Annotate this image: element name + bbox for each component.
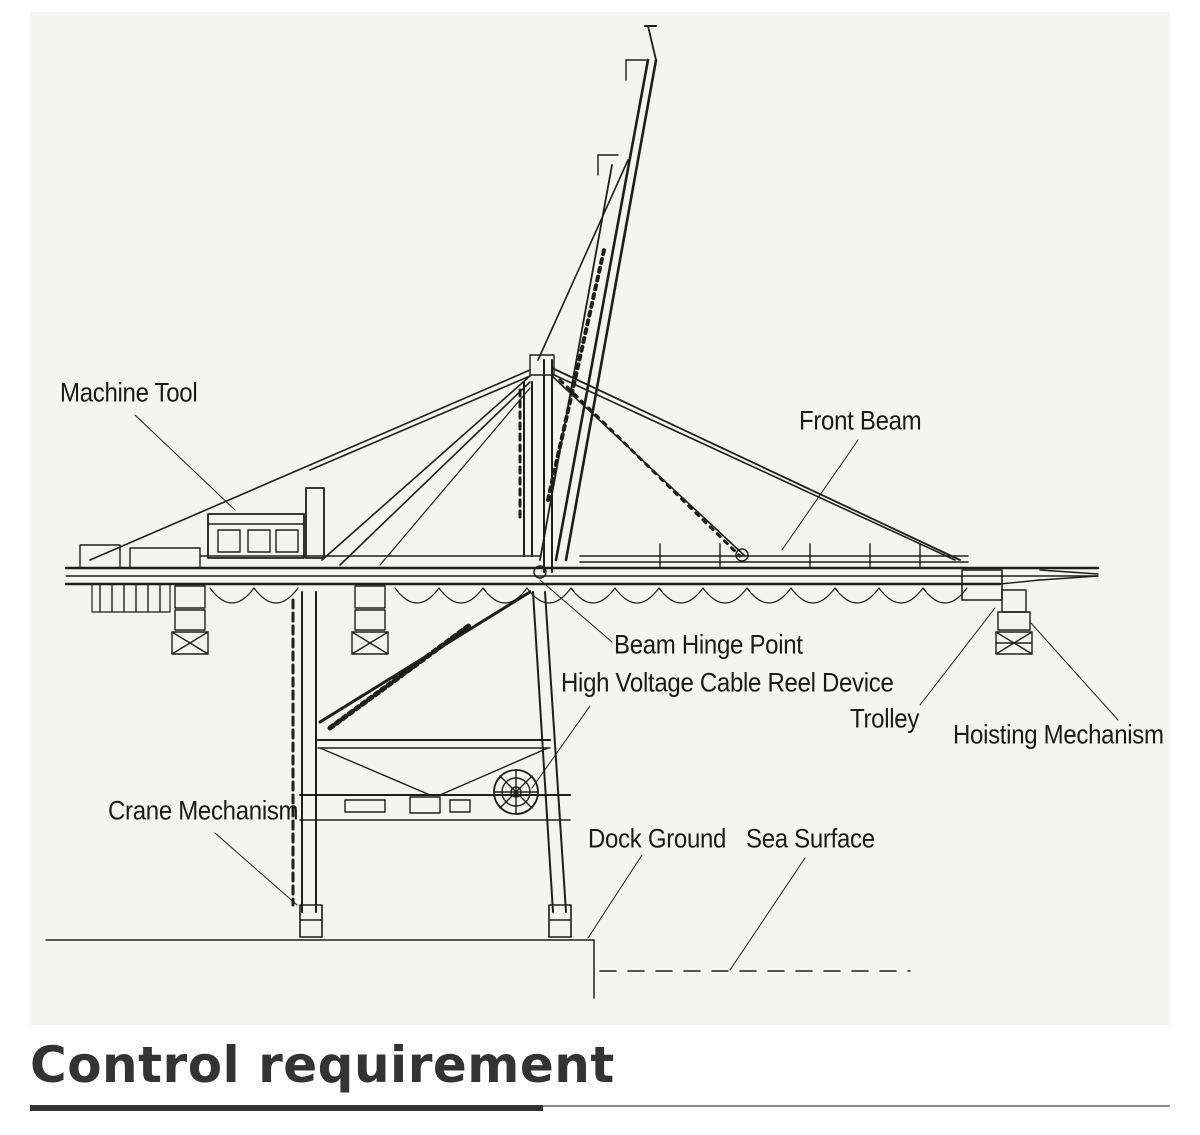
- dock-ground-line: [45, 939, 595, 999]
- label-beam-hinge-point: Beam Hinge Point: [614, 630, 803, 661]
- label-sea-surface: Sea Surface: [746, 824, 875, 855]
- back-leg: [291, 591, 323, 938]
- main-girder: [64, 543, 1100, 586]
- section-title: Control requirement: [30, 1036, 615, 1094]
- label-machine-tool: Machine Tool: [60, 378, 198, 409]
- crane-diagram: Machine Tool Front Beam Beam Hinge Point…: [30, 12, 1170, 1025]
- crane-drawing: [45, 25, 1119, 999]
- portal-bracing: [299, 590, 571, 821]
- section-divider: [30, 1105, 1170, 1107]
- label-high-voltage-cable-reel-device: High Voltage Cable Reel Device: [561, 668, 894, 699]
- front-stays: [533, 367, 961, 579]
- cable-reel: [493, 769, 539, 815]
- leader-lines: [134, 414, 1119, 971]
- label-crane-mechanism: Crane Mechanism: [108, 796, 299, 827]
- trolley-back: [171, 585, 389, 655]
- back-stays: [89, 369, 531, 566]
- festoon-cables: [209, 587, 968, 604]
- label-dock-ground: Dock Ground: [588, 824, 727, 855]
- trolley-front: [961, 569, 1033, 655]
- label-front-beam: Front Beam: [799, 406, 922, 437]
- boom: [537, 25, 658, 562]
- label-trolley: Trolley: [850, 704, 920, 735]
- label-hoisting-mechanism: Hoisting Mechanism: [953, 720, 1164, 751]
- section-divider-accent: [30, 1105, 543, 1111]
- front-leg: [532, 591, 572, 938]
- machinery-house: [79, 487, 325, 613]
